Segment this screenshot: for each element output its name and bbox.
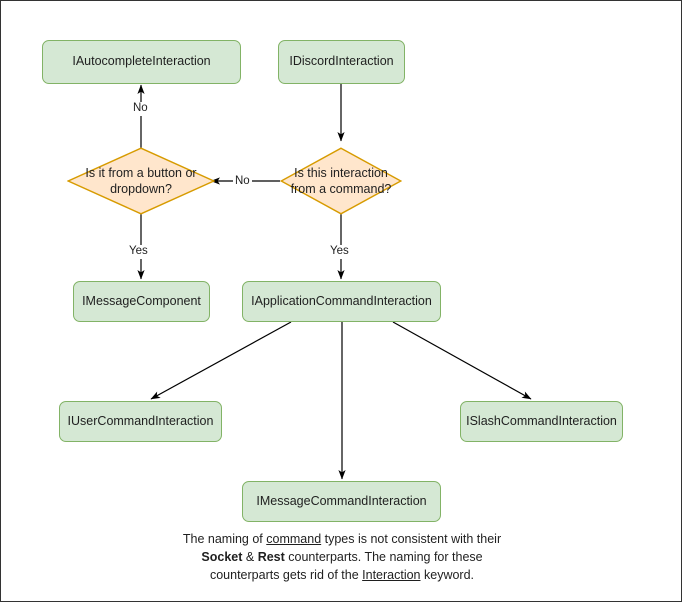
edge-label-yes-right: Yes (328, 245, 351, 259)
node-user-command-interaction[interactable]: IUserCommandInteraction (59, 401, 222, 442)
node-application-command-interaction[interactable]: IApplicationCommandInteraction (242, 281, 441, 322)
node-slash-command-interaction[interactable]: ISlashCommandInteraction (460, 401, 623, 442)
caption-text: keyword. (420, 568, 475, 583)
edge-label-yes-left: Yes (127, 245, 150, 259)
caption-bold-rest: Rest (257, 550, 285, 565)
caption-text: counterparts. The naming for these (284, 550, 483, 565)
caption-text: counterparts gets rid of the (209, 568, 363, 583)
diamond-shape (280, 147, 402, 215)
edge-label-no-vertical: No (131, 102, 150, 116)
node-label: IMessageCommandInteraction (256, 493, 427, 508)
node-message-command-interaction[interactable]: IMessageCommandInteraction (242, 481, 441, 522)
node-label: IApplicationCommandInteraction (251, 293, 432, 308)
caption-bold-socket: Socket (201, 550, 243, 565)
node-label: IDiscordInteraction (289, 54, 394, 69)
edge-appcommand-to-usercommand (150, 321, 292, 400)
node-label: IAutocompleteInteraction (72, 54, 211, 69)
caption-line-3: counterparts gets rid of the Interaction… (1, 566, 681, 584)
caption-underline-interaction: Interaction (362, 568, 421, 583)
node-discord-interaction[interactable]: IDiscordInteraction (278, 40, 405, 84)
node-autocomplete-interaction[interactable]: IAutocompleteInteraction (42, 40, 241, 84)
node-label: IUserCommandInteraction (67, 413, 214, 428)
node-message-component[interactable]: IMessageComponent (73, 281, 210, 322)
diagram-caption: The naming of command types is not consi… (1, 530, 681, 584)
caption-line-1: The naming of command types is not consi… (1, 530, 681, 548)
node-label: Is it from a button or dropdown? (85, 166, 197, 196)
node-question-from-command[interactable]: Is this interaction from a command? (280, 147, 402, 215)
edge-appcommand-to-slashcommand (392, 321, 532, 400)
caption-text: The naming of (182, 532, 267, 546)
node-label: ISlashCommandInteraction (466, 413, 617, 428)
node-label: Is this interaction from a command? (290, 166, 392, 196)
node-question-button-or-dropdown[interactable]: Is it from a button or dropdown? (67, 147, 215, 215)
diamond-shape (67, 147, 215, 215)
caption-text: & (242, 550, 258, 565)
caption-text: types is not consistent with their (321, 532, 502, 546)
caption-underline-command: command (266, 532, 322, 546)
edge-label-no-horizontal: No (233, 175, 252, 189)
node-label: IMessageComponent (82, 293, 201, 308)
caption-line-2: Socket & Rest counterparts. The naming f… (1, 548, 681, 566)
